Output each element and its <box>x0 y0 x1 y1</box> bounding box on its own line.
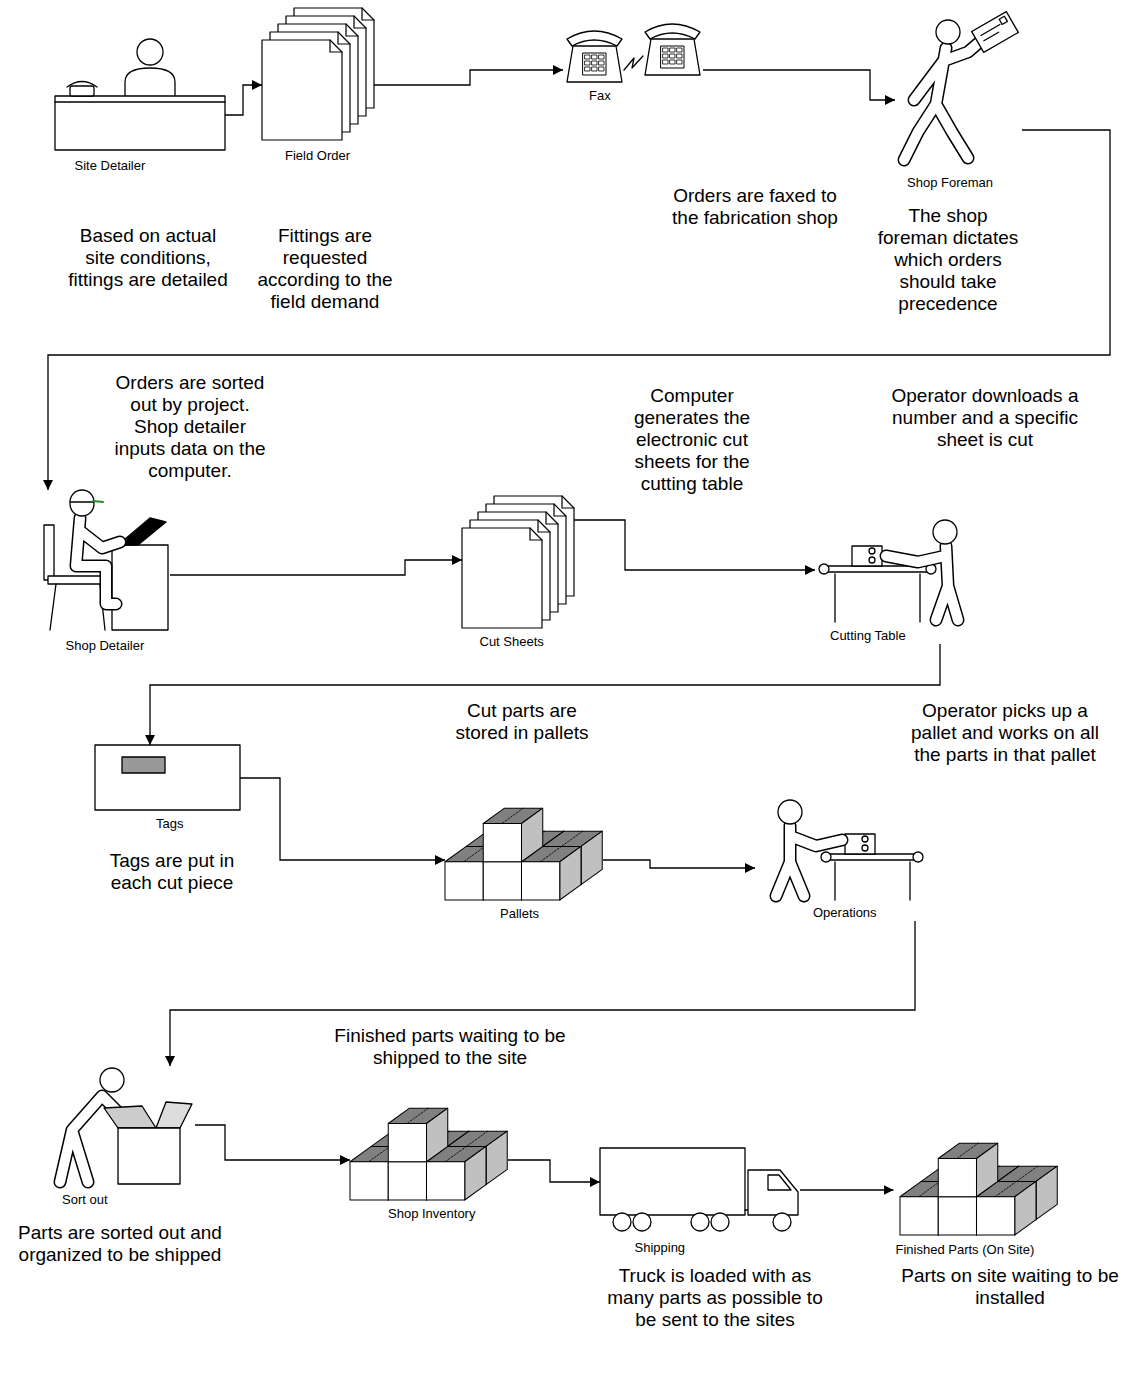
step-description: Based on actual site conditions, fitting… <box>63 225 233 291</box>
step-description: Finished parts waiting to be shipped to … <box>330 1025 570 1069</box>
flow-connector <box>240 778 445 860</box>
inventory-stack-icon <box>350 1108 507 1200</box>
step-description: Tags are put in each cut piece <box>92 850 252 894</box>
foreman-figure <box>904 12 1018 160</box>
step-label: Shop Foreman <box>907 175 993 190</box>
process-step: Site Detailer <box>55 38 225 174</box>
process-step: Fax <box>563 20 703 104</box>
site-detailer-icon <box>55 39 225 150</box>
step-description: Parts on site waiting to be installed <box>898 1265 1123 1309</box>
step-description: Operator downloads a number and a specif… <box>885 385 1085 451</box>
step-label: Cutting Table <box>830 628 906 643</box>
step-description: Operator picks up a pallet and works on … <box>910 700 1100 766</box>
flow-connector <box>170 560 462 575</box>
flow-connector <box>574 520 815 570</box>
flow-connector <box>508 1160 600 1182</box>
flow-connector <box>800 1189 894 1190</box>
fax-icon <box>567 24 700 82</box>
step-label: Field Order <box>285 148 350 163</box>
process-step: Shop Foreman <box>895 15 1022 191</box>
step-description: Fittings are requested according to the … <box>250 225 400 313</box>
process-step: Cut Sheets <box>462 496 574 650</box>
cutting-table-icon <box>819 520 958 622</box>
process-step: Shop Detailer <box>40 490 170 654</box>
process-step: Operations <box>755 798 927 921</box>
process-step: Shop Inventory <box>350 1108 508 1222</box>
shop-detailer-figure <box>44 490 168 630</box>
step-description: Truck is loaded with as many parts as po… <box>600 1265 830 1331</box>
step-label: Shipping <box>635 1240 686 1255</box>
step-label: Tags <box>156 816 183 831</box>
step-label: Fax <box>589 88 611 103</box>
operations-icon <box>776 800 923 900</box>
step-label: Operations <box>813 905 877 920</box>
document-stack-icon <box>262 8 374 140</box>
step-description: Computer generates the electronic cut sh… <box>622 385 762 495</box>
process-step: Field Order <box>262 8 374 164</box>
document-stack-icon <box>462 496 574 628</box>
pallet-stack-icon <box>445 808 602 900</box>
step-description: Orders are sorted out by project. Shop d… <box>108 372 273 482</box>
truck-icon <box>600 1148 798 1231</box>
flow-connector <box>48 130 1110 490</box>
step-description: Orders are faxed to the fabrication shop <box>668 185 843 229</box>
process-step: Shipping <box>600 1148 800 1256</box>
step-label: Finished Parts (On Site) <box>896 1242 1035 1257</box>
step-description: The shop foreman dictates which orders s… <box>872 205 1024 315</box>
step-description: Parts are sorted out and organized to be… <box>5 1222 235 1266</box>
step-label: Site Detailer <box>75 158 146 173</box>
flow-connector <box>603 860 755 868</box>
flow-connector <box>195 1125 350 1160</box>
step-label: Pallets <box>500 906 539 921</box>
flow-connector <box>374 70 563 85</box>
step-label: Sort out <box>62 1192 108 1207</box>
tag-icon <box>95 745 240 810</box>
process-step: Sort out <box>45 1066 195 1208</box>
process-step: Cutting Table <box>815 518 963 644</box>
process-step: Pallets <box>445 808 603 922</box>
finished-parts-stack-icon <box>900 1143 1057 1235</box>
step-description: Cut parts are stored in pallets <box>442 700 602 744</box>
sorting-figure <box>60 1068 192 1184</box>
process-step: Finished Parts (On Site) <box>894 1143 1059 1258</box>
step-label: Shop Inventory <box>388 1206 475 1221</box>
process-step: Tags <box>95 745 240 832</box>
step-label: Cut Sheets <box>480 634 544 649</box>
flow-connector <box>150 644 940 745</box>
step-label: Shop Detailer <box>66 638 145 653</box>
flow-connector <box>703 70 895 100</box>
flow-connector <box>225 85 262 115</box>
